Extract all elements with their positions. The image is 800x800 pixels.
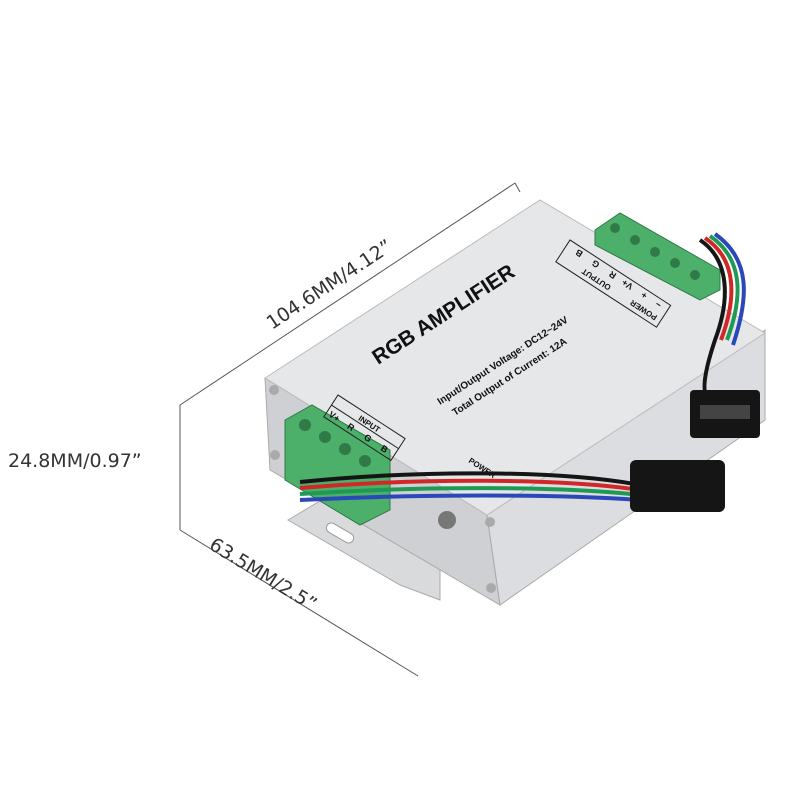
- screw-icon: [486, 583, 496, 593]
- dimension-lines: [179, 182, 521, 677]
- connector-4pin-upright: [690, 390, 760, 438]
- rgb-cable: [299, 232, 746, 502]
- svg-text:G: G: [590, 258, 601, 270]
- width-dimension: 63.5MM/2.5”: [205, 534, 320, 616]
- svg-text:B: B: [379, 443, 390, 455]
- screw-icon: [270, 450, 280, 460]
- svg-text:G: G: [362, 432, 373, 444]
- svg-text:+: +: [639, 290, 649, 301]
- output-terminal-block: [594, 212, 721, 301]
- power-jack: [438, 511, 456, 529]
- svg-text:R: R: [345, 421, 356, 433]
- screw-icon: [485, 517, 495, 527]
- height-dimension: 24.8MM/0.97”: [8, 450, 142, 472]
- svg-text:−: −: [654, 299, 664, 310]
- screw-icon: [269, 385, 279, 395]
- connector-4pin-horizontal: [630, 460, 725, 512]
- svg-text:B: B: [573, 247, 584, 259]
- case-top-face: [264, 199, 766, 516]
- svg-text:R: R: [607, 269, 618, 281]
